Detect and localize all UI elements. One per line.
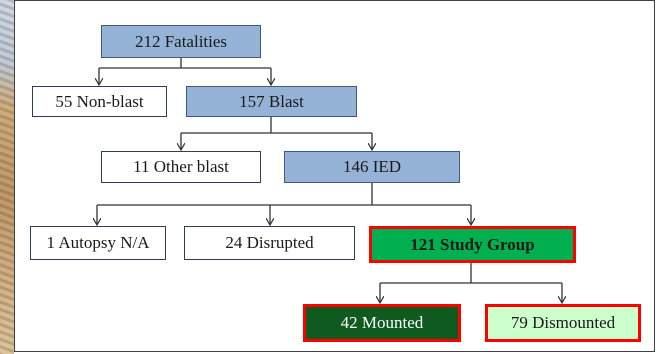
- node-mounted: 42 Mounted: [303, 304, 461, 342]
- node-disrupted: 24 Disrupted: [184, 226, 355, 260]
- node-study-group: 121 Study Group: [369, 226, 576, 263]
- node-dismounted: 79 Dismounted: [485, 304, 641, 342]
- node-other-blast: 11 Other blast: [101, 151, 261, 183]
- node-blast: 157 Blast: [186, 86, 357, 117]
- node-non-blast: 55 Non-blast: [32, 86, 167, 117]
- node-fatalities: 212 Fatalities: [101, 25, 261, 58]
- background-photo-strip: [0, 0, 14, 354]
- node-ied: 146 IED: [284, 151, 460, 183]
- node-autopsy-na: 1 Autopsy N/A: [30, 226, 166, 260]
